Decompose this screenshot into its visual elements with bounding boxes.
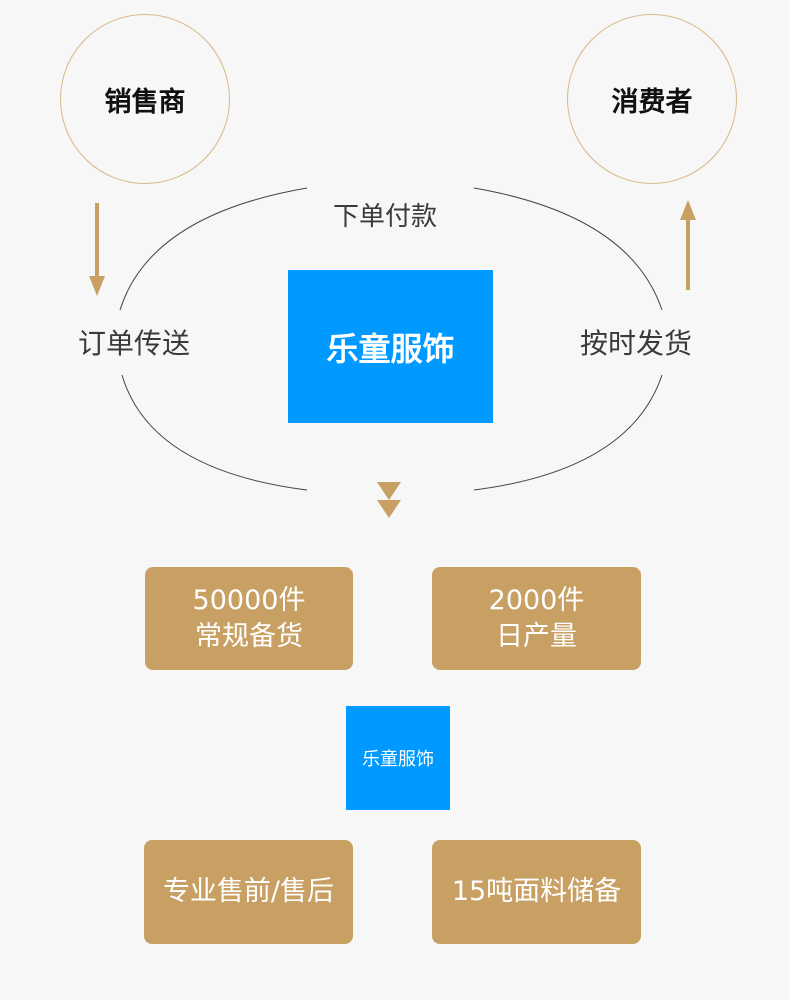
label-order-payment: 下单付款 [333,202,438,232]
box-daily-output-line2: 日产量 [496,620,577,652]
box-after-sales-label: 专业售前/售后 [162,876,335,907]
box-daily-output: 2000件 日产量 [432,567,641,670]
circle-consumer: 消费者 [567,14,737,184]
box-regular-stock: 50000件 常规备货 [145,567,353,670]
center-brand-box: 乐童服饰 [288,270,493,423]
small-brand-label: 乐童服饰 [362,749,434,770]
arc-bottom-right [473,374,663,491]
box-after-sales: 专业售前/售后 [144,840,353,944]
label-order-transfer: 订单传送 [78,327,191,360]
circle-seller: 销售商 [60,14,230,184]
circle-seller-label: 销售商 [104,86,186,118]
label-ship-on-time: 按时发货 [580,327,693,360]
arc-bottom-left [121,374,308,491]
box-fabric-reserve-label: 15吨面料储备 [451,876,622,907]
double-chevron-down-icon [377,482,401,518]
box-daily-output-line1: 2000件 [488,584,585,616]
box-regular-stock-line1: 50000件 [192,584,306,616]
circle-consumer-label: 消费者 [611,86,693,118]
up-arrow-icon [680,200,696,290]
arc-top-right [473,187,663,311]
small-brand-box: 乐童服饰 [346,706,450,810]
box-fabric-reserve: 15吨面料储备 [432,840,641,944]
center-brand-label: 乐童服饰 [326,329,455,368]
box-regular-stock-line2: 常规备货 [195,620,303,652]
down-arrow-icon [89,203,105,296]
arc-top-left [119,187,308,311]
